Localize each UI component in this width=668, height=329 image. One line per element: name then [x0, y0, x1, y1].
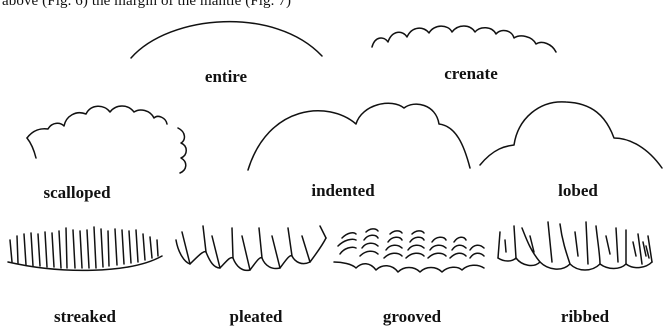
label-pleated: pleated	[230, 307, 283, 327]
scalloped-left-drop	[27, 138, 36, 158]
grooved-outline	[334, 262, 484, 272]
ribbed-outline	[498, 258, 652, 270]
scalloped-left-outline	[27, 106, 167, 138]
label-grooved: grooved	[383, 307, 441, 327]
lobed-outline	[480, 102, 662, 168]
ribbed-ribs	[498, 222, 652, 264]
label-lobed: lobed	[558, 181, 598, 201]
label-ribbed: ribbed	[561, 307, 609, 327]
streaked-lines	[10, 227, 158, 268]
label-crenate: crenate	[444, 64, 498, 84]
crenate-outline	[372, 26, 556, 52]
indented-outline	[248, 103, 470, 170]
label-scalloped: scalloped	[43, 183, 110, 203]
streaked-base	[8, 256, 162, 270]
label-indented: indented	[311, 181, 374, 201]
label-streaked: streaked	[54, 307, 116, 327]
entire-outline	[131, 22, 322, 58]
label-entire: entire	[205, 67, 247, 87]
scalloped-right-outline	[178, 128, 186, 173]
grooved-marks	[338, 229, 484, 258]
